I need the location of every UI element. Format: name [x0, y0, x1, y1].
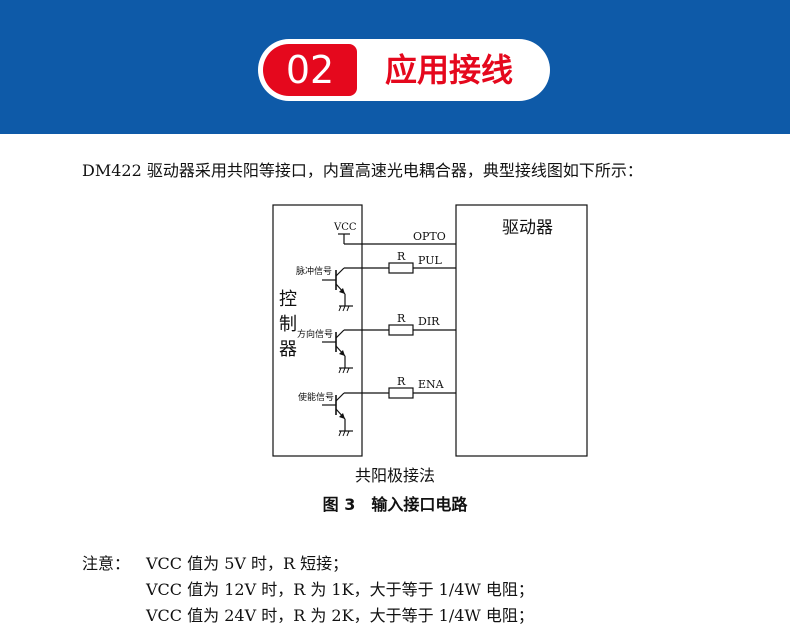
port-label: PUL: [418, 254, 442, 267]
ground-hatch: [338, 305, 342, 312]
ground-hatch: [338, 430, 342, 437]
emitter-arrow: [339, 350, 345, 356]
transistor-collector: [335, 267, 345, 277]
ground-hatch: [342, 305, 346, 312]
controller-label-2: 制: [279, 314, 297, 335]
vcc-label: VCC: [333, 222, 357, 233]
channel-ena: 使能信号 R ENA: [298, 375, 456, 437]
resistor: [388, 262, 414, 274]
driver-box: [455, 204, 588, 457]
ground-hatch: [338, 367, 342, 374]
emitter-arrow: [339, 288, 345, 294]
driver-label: 驱动器: [502, 218, 553, 238]
ground-hatch: [346, 367, 350, 374]
ground-hatch: [342, 430, 346, 437]
wiring-method-label: 共阳极接法: [354, 466, 435, 485]
controller-label-1: 控: [279, 289, 297, 310]
port-label: DIR: [418, 315, 440, 328]
resistor: [388, 387, 414, 399]
ground-hatch: [346, 305, 350, 312]
resistor-label: R: [397, 250, 406, 263]
resistor-label: R: [397, 312, 406, 325]
figure-caption: 图 3 输入接口电路: [322, 495, 468, 514]
opto-label: OPTO: [413, 230, 446, 243]
ground-hatch: [342, 367, 346, 374]
signal-label: 方向信号: [297, 328, 333, 340]
section-title: 应用接线: [384, 51, 513, 89]
resistor-label: R: [397, 375, 406, 388]
channel-dir: 方向信号 R DIR: [297, 312, 456, 374]
transistor-collector: [335, 329, 345, 339]
port-label: ENA: [418, 378, 445, 391]
note-line-1: VCC 值为 5V 时，R 短接；: [146, 554, 349, 573]
note-line-2: VCC 值为 12V 时，R 为 1K，大于等于 1/4W 电阻；: [146, 580, 534, 599]
emitter-arrow: [339, 413, 345, 419]
signal-label: 使能信号: [298, 391, 334, 403]
channel-pul: 脉冲信号 R PUL: [296, 250, 456, 312]
signal-label: 脉冲信号: [296, 265, 332, 277]
ground-hatch: [346, 430, 350, 437]
transistor-collector: [335, 392, 345, 402]
controller-label-3: 器: [279, 339, 297, 360]
intro-text: DM422 驱动器采用共阳等接口，内置高速光电耦合器，典型接线图如下所示：: [82, 161, 643, 180]
section-number: 02: [263, 44, 357, 96]
notes-prefix: 注意：: [82, 554, 131, 573]
note-line-3: VCC 值为 24V 时，R 为 2K，大于等于 1/4W 电阻；: [146, 606, 534, 625]
resistor: [388, 324, 414, 336]
